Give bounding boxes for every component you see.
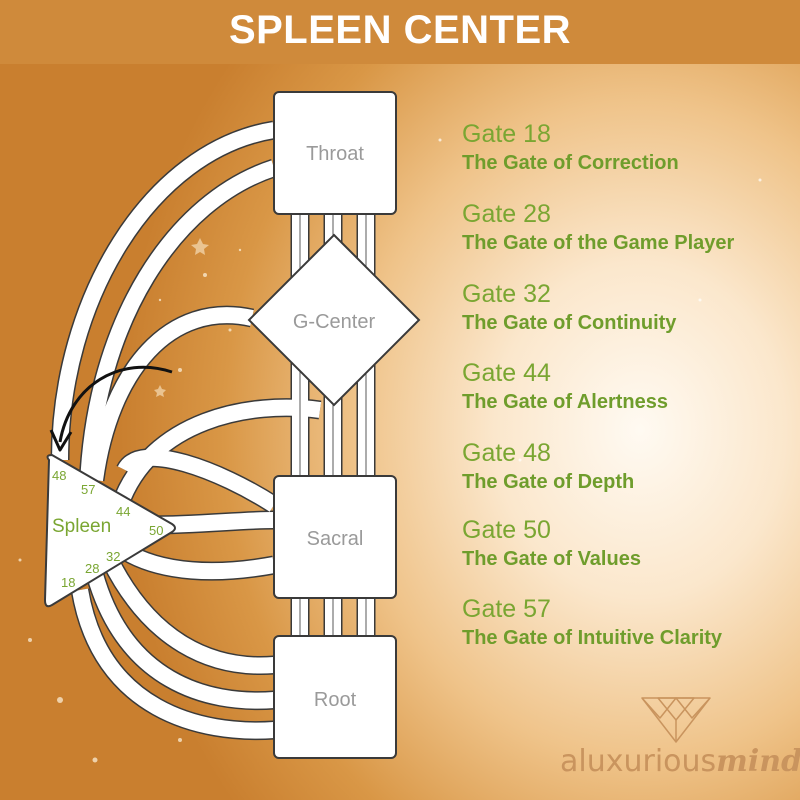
page-title: SPLEEN CENTER [228,8,572,52]
gate-number: Gate 50 [462,516,551,544]
root-label: Root [314,689,357,711]
gate-name: The Gate of Continuity [462,312,677,334]
gate-name: The Gate of Depth [462,471,635,493]
gate-number: Gate 48 [462,439,551,467]
gate-name: The Gate of Correction [462,152,679,174]
g-center-label: G-Center [293,311,376,333]
spleen-gate-18: 18 [61,575,75,590]
brand-word-part1: aluxurious [560,744,717,779]
sacral-label: Sacral [307,528,364,550]
brand-word-part2: mind [716,744,800,779]
spleen-label: Spleen [52,516,111,537]
spleen-gate-48: 48 [52,468,66,483]
sacral-center: Sacral [273,475,397,599]
gate-item-28: Gate 28 The Gate of the Game Player [462,200,734,256]
gate-name: The Gate of Intuitive Clarity [462,627,723,649]
brand-wordmark: aluxuriousmind [560,744,800,779]
g-center: G-Center [247,233,421,407]
gate-number: Gate 57 [462,595,551,623]
title-bar: SPLEEN CENTER [0,0,800,64]
gate-name: The Gate of Alertness [462,391,668,413]
gate-item-48: Gate 48 The Gate of Depth [462,439,634,495]
spleen-center: Spleen 48 57 44 50 32 28 18 [43,453,176,608]
throat-label: Throat [306,143,364,165]
gate-number: Gate 28 [462,200,551,228]
throat-center: Throat [273,91,397,215]
spleen-gate-32: 32 [106,549,120,564]
gate-item-57: Gate 57 The Gate of Intuitive Clarity [462,595,722,651]
gate-number: Gate 44 [462,359,551,387]
gate-item-32: Gate 32 The Gate of Continuity [462,280,676,336]
pointer-arrow [49,365,173,452]
spleen-gate-50: 50 [149,523,163,538]
root-center: Root [273,635,397,759]
gate-name: The Gate of Values [462,548,641,570]
channels [50,120,376,741]
spleen-gate-57: 57 [81,482,95,497]
spleen-gate-28: 28 [85,561,99,576]
triangle-logo-icon [641,697,711,743]
gate-number: Gate 18 [462,120,551,148]
brand-logo: aluxuriousmind [560,696,800,786]
gate-item-44: Gate 44 The Gate of Alertness [462,359,668,415]
gate-item-18: Gate 18 The Gate of Correction [462,120,679,176]
gate-number: Gate 32 [462,280,551,308]
spleen-gate-44: 44 [116,504,130,519]
gate-name: The Gate of the Game Player [462,232,735,254]
gate-item-50: Gate 50 The Gate of Values [462,516,641,572]
